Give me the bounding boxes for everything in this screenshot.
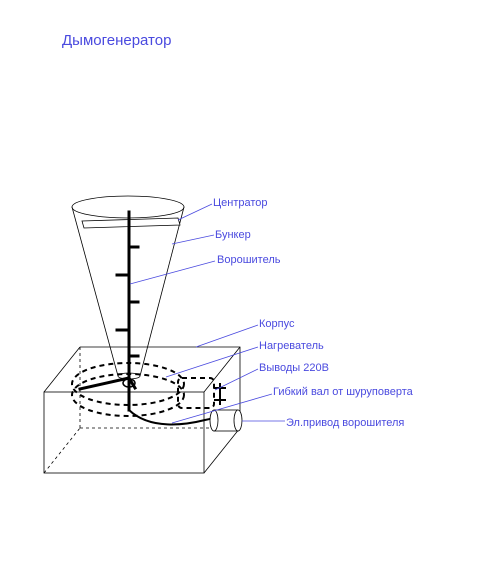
label-housing: Корпус	[259, 318, 295, 330]
leader-terminals	[214, 368, 259, 391]
flexible-shaft	[128, 409, 217, 426]
label-flex-shaft: Гибкий вал от шуруповерта	[273, 386, 414, 398]
leader-heater	[165, 346, 259, 378]
diagram-title: Дымогенератор	[62, 32, 172, 49]
leader-hopper	[171, 234, 215, 245]
heater-coil	[71, 362, 215, 417]
label-agitator: Ворошитель	[217, 254, 281, 266]
label-agitator-drive: Эл.привод ворошителя	[286, 417, 404, 429]
leader-agitator	[129, 260, 216, 285]
label-heater: Нагреватель	[259, 340, 324, 352]
agitator-drive-motor	[209, 409, 243, 432]
label-hopper: Бункер	[215, 229, 251, 241]
agitator	[78, 210, 140, 412]
leader-flex-shaft	[171, 393, 273, 424]
centrator	[81, 217, 181, 229]
terminals-220v	[214, 383, 226, 405]
agitator-hub	[122, 378, 136, 388]
label-centrator: Центратор	[213, 197, 268, 209]
label-terminals: Выводы 220В	[259, 362, 329, 374]
housing-box	[43, 346, 241, 474]
leader-centrator	[177, 203, 213, 221]
leader-lines	[129, 203, 285, 424]
labels: Центратор Бункер Ворошитель Корпус Нагре…	[213, 197, 414, 429]
leader-housing	[195, 324, 259, 348]
